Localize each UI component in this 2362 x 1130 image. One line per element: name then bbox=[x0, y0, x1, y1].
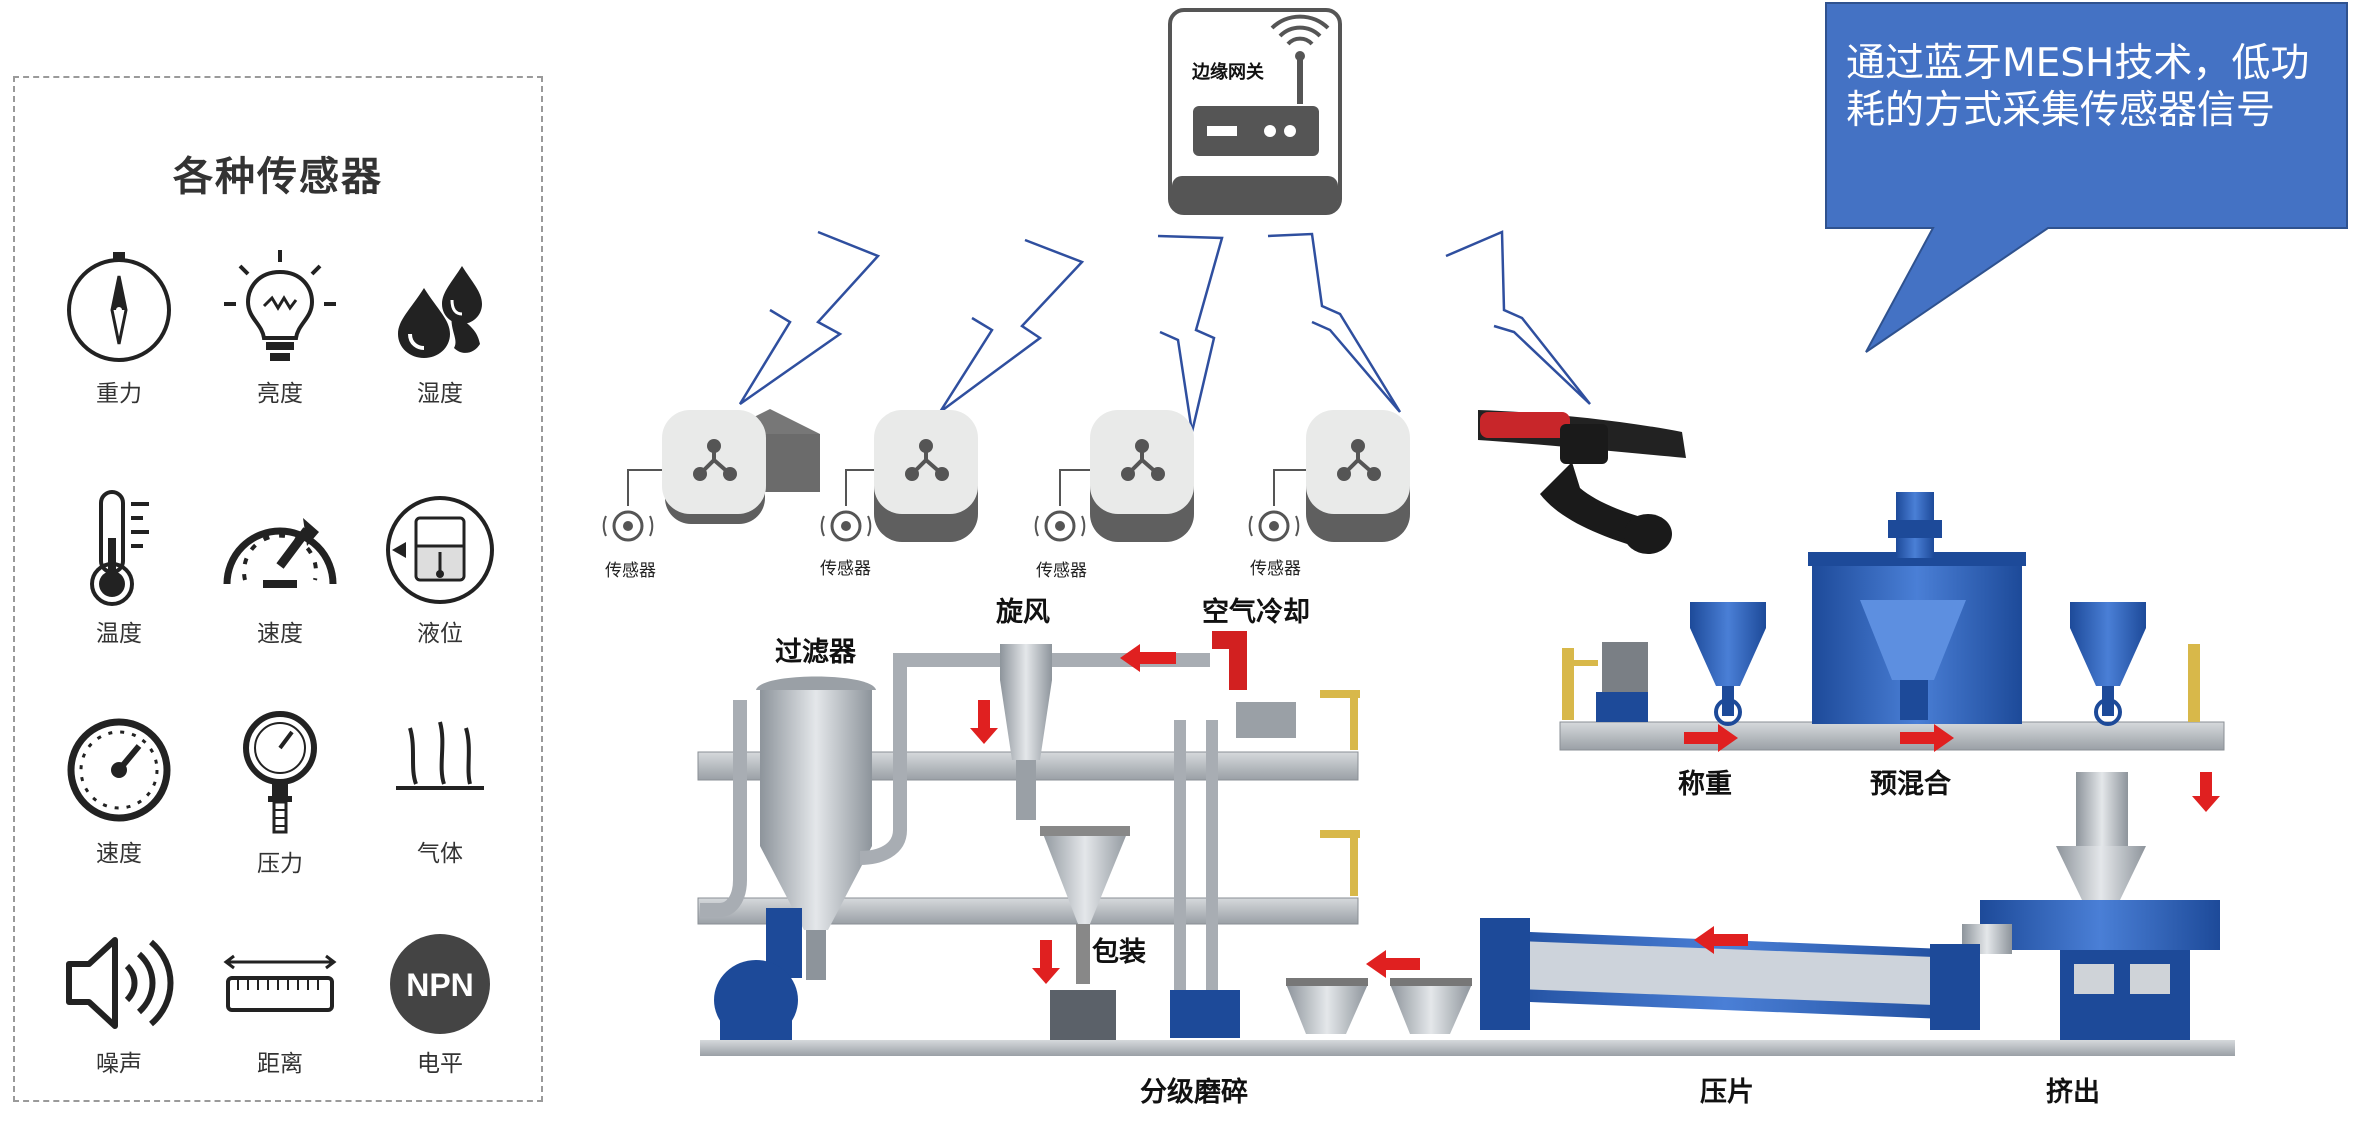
sensor-humidity: 湿度 bbox=[365, 248, 515, 408]
blower bbox=[714, 908, 802, 1042]
filter-unit bbox=[700, 653, 1000, 980]
wifi-icon bbox=[1286, 36, 1314, 46]
gas-icon bbox=[396, 721, 484, 790]
label-pressing: 压片 bbox=[1700, 1077, 1754, 1108]
lightning-icon bbox=[1445, 230, 1591, 405]
thermometer-icon bbox=[90, 490, 149, 606]
label-extrusion: 挤出 bbox=[2046, 1077, 2100, 1108]
node-label: 传感器 bbox=[820, 559, 871, 579]
node-label: 传感器 bbox=[605, 561, 656, 581]
sensor-label: 压力 bbox=[257, 851, 303, 877]
ruler-icon bbox=[223, 954, 337, 1012]
upper-platform bbox=[1559, 642, 2225, 751]
label-premix: 预混合 bbox=[1870, 769, 1951, 800]
flow-arrows bbox=[970, 644, 2220, 984]
pressure-gauge-icon bbox=[243, 711, 317, 834]
label-packaging: 包装 bbox=[1092, 937, 1146, 968]
sensor-liquid-level: 液位 bbox=[365, 488, 515, 648]
node-label: 传感器 bbox=[1250, 559, 1301, 579]
speaker-icon bbox=[66, 937, 174, 1029]
extruder bbox=[1962, 900, 2220, 1040]
sensor-probe-icon bbox=[612, 510, 644, 542]
sensor-label: 电平 bbox=[417, 1051, 463, 1077]
arrow-left-icon bbox=[1120, 644, 1176, 672]
sensor-level: NPN 电平 bbox=[365, 928, 515, 1078]
sensor-label: 液位 bbox=[417, 621, 463, 647]
sensor-panel: 各种传感器 重力 亮度 bbox=[13, 76, 543, 1102]
arrow-left-icon bbox=[1366, 950, 1420, 978]
sensor-label: 距离 bbox=[257, 1051, 303, 1077]
sensor-gravity: 重力 bbox=[44, 248, 194, 408]
sensor-label: 湿度 bbox=[417, 381, 463, 407]
arrow-down-icon bbox=[970, 700, 998, 744]
npn-text: NPN bbox=[406, 967, 474, 1003]
arrow-down-icon bbox=[1032, 940, 1060, 984]
sensor-noise: 噪声 bbox=[44, 928, 194, 1078]
lightning-icon bbox=[938, 238, 1085, 414]
sensor-probe-icon bbox=[830, 510, 862, 542]
panel-title: 各种传感器 bbox=[173, 153, 383, 200]
sensor-probe-icon bbox=[1258, 510, 1290, 542]
ar-headset bbox=[1478, 410, 1686, 554]
premix-mixer bbox=[1808, 492, 2026, 724]
sensor-label: 温度 bbox=[96, 621, 142, 647]
sensor-label: 速度 bbox=[257, 621, 303, 647]
label-air-cooling: 空气冷却 bbox=[1202, 597, 1310, 628]
sensor-distance: 距离 bbox=[205, 928, 355, 1078]
sensor-label: 气体 bbox=[417, 841, 463, 867]
sensor-speed-1: 速度 bbox=[205, 488, 355, 648]
sensor-label: 速度 bbox=[96, 841, 142, 867]
mesh-node bbox=[602, 409, 820, 542]
sensor-gas: 气体 bbox=[365, 708, 515, 868]
press-conveyor bbox=[1480, 918, 1980, 1030]
mesh-node bbox=[1248, 410, 1410, 542]
hopper bbox=[1690, 602, 1766, 726]
sensor-temperature: 温度 bbox=[44, 488, 194, 648]
label-filter: 过滤器 bbox=[775, 637, 856, 668]
npn-icon: NPN bbox=[390, 934, 490, 1034]
lightning-icon bbox=[1157, 234, 1224, 433]
wireless-links bbox=[738, 230, 1591, 433]
node-label: 传感器 bbox=[1036, 561, 1087, 581]
gauge-icon bbox=[223, 518, 337, 588]
feed-hopper bbox=[2056, 772, 2146, 900]
arrow-down-icon bbox=[2192, 772, 2220, 812]
arrow-right-icon bbox=[1684, 724, 1738, 752]
hopper bbox=[2070, 602, 2146, 726]
sensor-speed-2: 速度 bbox=[44, 708, 194, 868]
arrow-right-icon bbox=[1900, 724, 1954, 752]
water-drops-icon bbox=[398, 266, 482, 358]
label-grinding: 分级磨碎 bbox=[1140, 1077, 1248, 1108]
label-weighing: 称重 bbox=[1678, 769, 1732, 800]
callout-text: 通过蓝牙MESH技术，低功耗的方式采集传感器信号 bbox=[1846, 41, 2310, 133]
sensor-label: 重力 bbox=[96, 381, 142, 407]
edge-gateway bbox=[1168, 8, 1342, 215]
bins bbox=[1286, 978, 1472, 1034]
sensor-label: 噪声 bbox=[96, 1051, 142, 1077]
speedometer-icon bbox=[67, 718, 171, 822]
arrow-left-icon bbox=[1694, 926, 1748, 954]
light-bulb-icon bbox=[224, 250, 336, 361]
callout-bubble bbox=[1825, 2, 2348, 353]
mesh-node bbox=[820, 410, 978, 542]
sensor-probe-icon bbox=[1044, 510, 1076, 542]
label-cyclone: 旋风 bbox=[996, 597, 1050, 628]
mesh-node bbox=[1034, 410, 1194, 542]
lightning-icon bbox=[1267, 232, 1402, 413]
lightning-icon bbox=[738, 230, 881, 406]
sensor-pressure: 压力 bbox=[205, 708, 355, 878]
gateway-label: 边缘网关 bbox=[1192, 62, 1264, 83]
ground-floor bbox=[700, 1040, 2235, 1056]
liquid-level-icon bbox=[386, 496, 494, 604]
sensor-label: 亮度 bbox=[257, 381, 303, 407]
cyclone-unit bbox=[1000, 631, 1296, 1040]
sensor-light: 亮度 bbox=[205, 248, 355, 408]
compass-icon bbox=[67, 252, 171, 362]
